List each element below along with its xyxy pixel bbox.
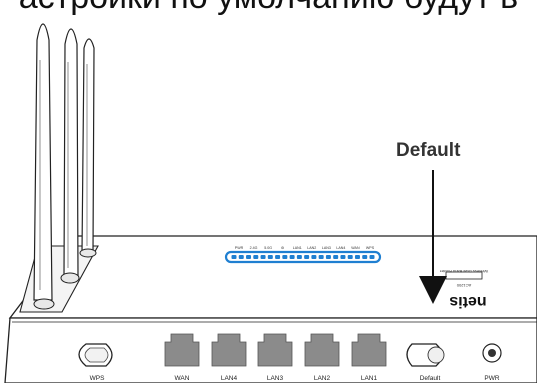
ethernet-ports (164, 333, 387, 367)
led-label: 5.0G (264, 246, 272, 250)
caption-text: астройки по умолчанию будут в (0, 0, 537, 17)
model-line-1: Wireless Dual Band Router (439, 269, 488, 274)
port-label-wps: WPS (90, 375, 105, 382)
led-label: LAN2 (307, 246, 316, 250)
led-dot (282, 255, 288, 259)
led-label: ⚙ (281, 246, 285, 250)
led-dot (362, 255, 368, 259)
port-label-wan: WAN (175, 375, 190, 382)
power-jack (482, 343, 502, 363)
led-label: WPS (366, 246, 375, 250)
default-reset-button (406, 343, 445, 367)
led-dot (318, 255, 324, 259)
led-label: LAN3 (322, 246, 331, 250)
led-label: LAN1 (293, 246, 302, 250)
port-label-pwr: PWR (484, 375, 499, 382)
led-dot (260, 255, 266, 259)
led-dot (340, 255, 346, 259)
antenna-2 (60, 28, 80, 284)
led-labels: PWR 2.4G 5.0G ⚙ LAN1 LAN2 LAN3 LAN4 WAN WPS (235, 246, 375, 250)
lan1-port (351, 333, 387, 367)
antenna-1 (33, 23, 55, 310)
callout-arrowhead (419, 276, 447, 304)
led-strip (224, 250, 382, 264)
led-dot (369, 255, 375, 259)
port-label-lan1: LAN1 (361, 375, 378, 382)
led-dot (231, 255, 237, 259)
led-dot (333, 255, 339, 259)
default-label: Default (396, 140, 461, 161)
led-dot (325, 255, 331, 259)
antenna-3 (79, 38, 97, 258)
led-dot (267, 255, 273, 259)
led-dot (253, 255, 259, 259)
lan2-port (304, 333, 340, 367)
lan4-port (211, 333, 247, 367)
led-dot (296, 255, 302, 259)
led-label: LAN4 (336, 246, 345, 250)
led-dot (304, 255, 310, 259)
led-label: 2.4G (250, 246, 258, 250)
wan-port (164, 333, 200, 367)
port-label-lan4: LAN4 (221, 375, 238, 382)
lan3-port (257, 333, 293, 367)
port-label-default: Default (420, 375, 441, 382)
brand-logo: netis (449, 293, 486, 310)
led-dot (354, 255, 360, 259)
model-line-2: AC1200 (456, 283, 471, 288)
led-label: PWR (235, 246, 244, 250)
wps-button (78, 343, 113, 367)
model-badge (445, 271, 483, 280)
led-dot (289, 255, 295, 259)
led-dot (238, 255, 244, 259)
led-label: WAN (351, 246, 360, 250)
led-dot (275, 255, 281, 259)
port-label-lan3: LAN3 (267, 375, 284, 382)
led-dot (347, 255, 353, 259)
led-dot (246, 255, 252, 259)
led-indicators (231, 255, 375, 259)
port-label-lan2: LAN2 (314, 375, 331, 382)
led-dot (311, 255, 317, 259)
